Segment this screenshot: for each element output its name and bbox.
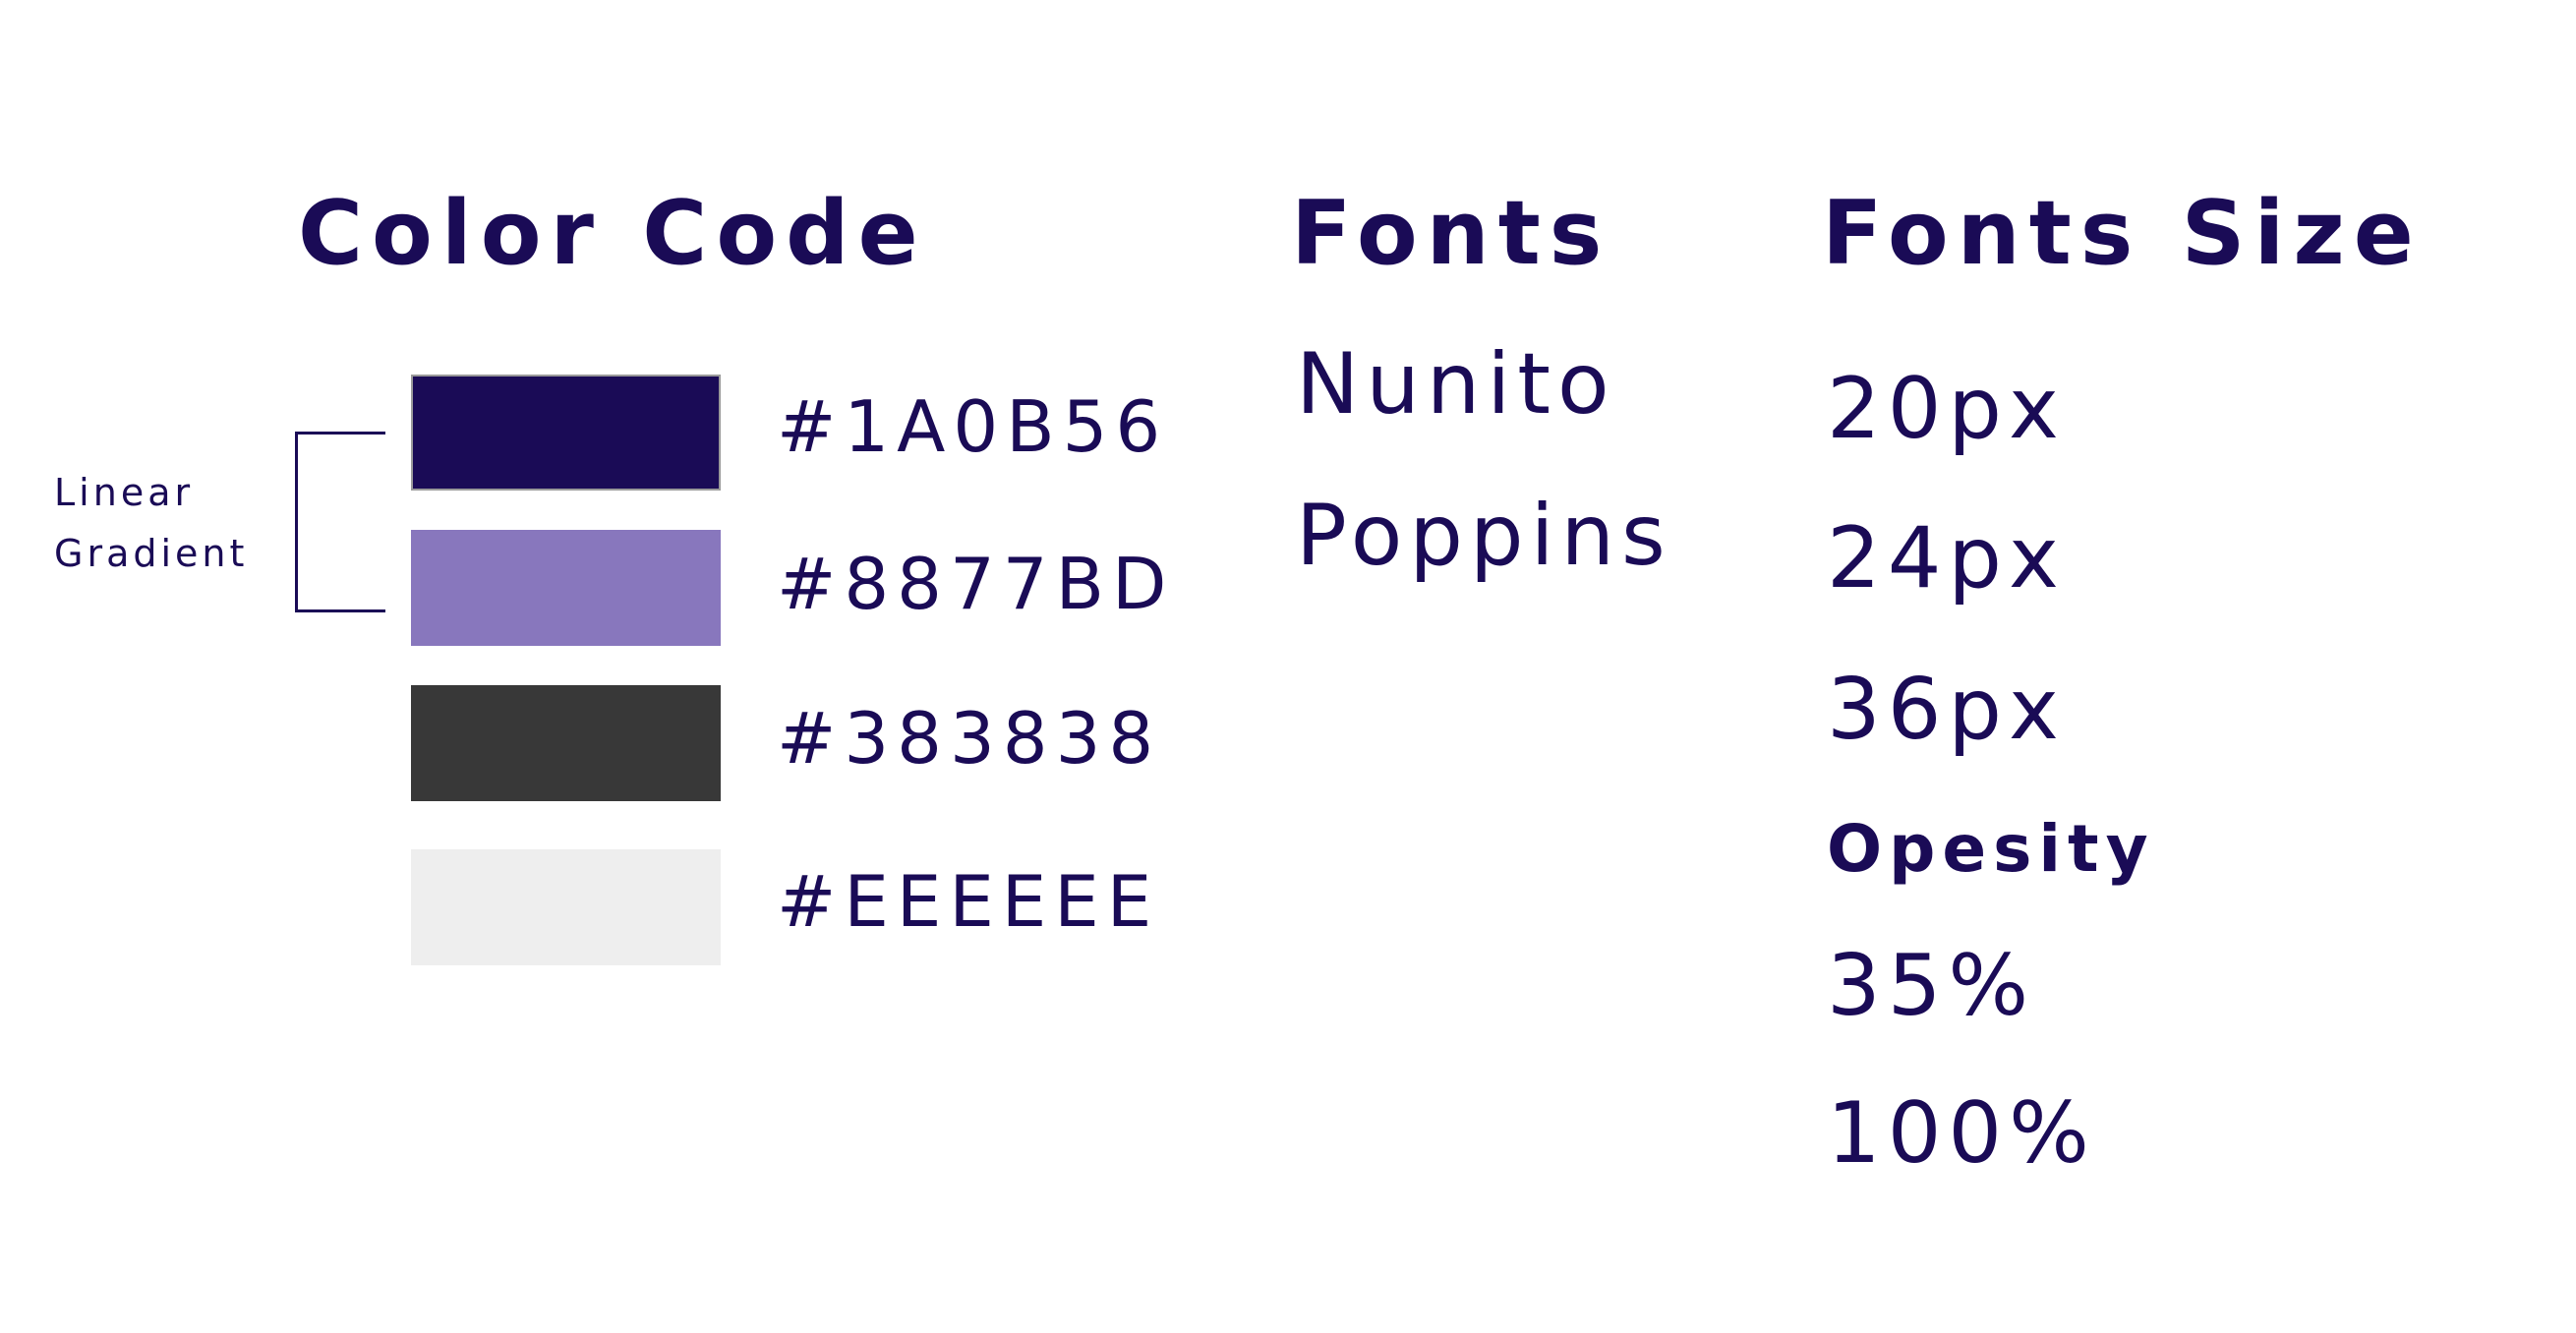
font-name-poppins: Poppins [1296, 487, 1672, 585]
hex-label-primary: #1A0B56 [777, 385, 1169, 468]
fonts-heading: Fonts [1291, 182, 1611, 285]
hex-label-dark: #383838 [777, 697, 1162, 780]
color-code-heading: Color Code [298, 182, 927, 285]
font-size-20: 20px [1827, 360, 2066, 458]
opacity-heading: Opesity [1827, 811, 2155, 887]
font-size-24: 24px [1827, 509, 2066, 608]
gradient-note-line-1: Linear [54, 471, 195, 514]
swatch-light [411, 849, 721, 965]
font-size-36: 36px [1827, 661, 2066, 759]
gradient-bracket [295, 432, 385, 612]
swatch-dark [411, 685, 721, 801]
swatch-primary [411, 375, 721, 491]
hex-label-light: #EEEEEE [777, 860, 1160, 943]
fonts-size-heading: Fonts Size [1822, 182, 2423, 285]
swatch-secondary [411, 530, 721, 646]
hex-label-secondary: #8877BD [777, 543, 1175, 625]
opacity-35: 35% [1827, 937, 2036, 1035]
opacity-100: 100% [1827, 1084, 2096, 1183]
gradient-note-line-2: Gradient [54, 532, 249, 575]
font-name-nunito: Nunito [1296, 335, 1616, 434]
